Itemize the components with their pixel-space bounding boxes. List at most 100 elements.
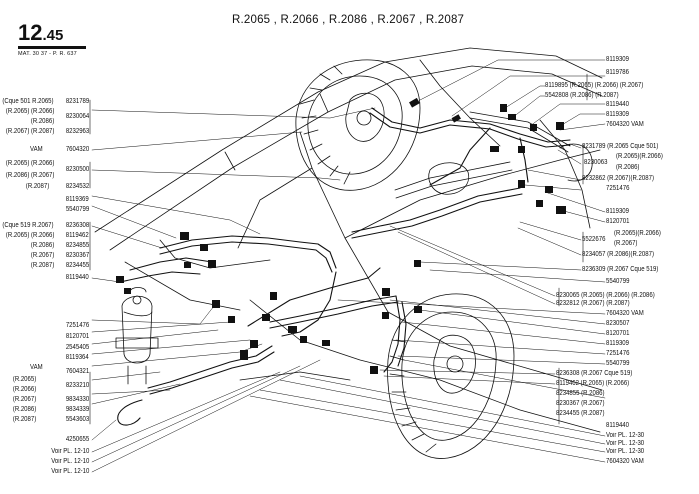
part-label: 2545405 [65, 344, 89, 351]
part-label: 8119309 [606, 208, 629, 215]
part-label: 8234455 [65, 262, 89, 269]
part-label: (R.2066) [12, 386, 36, 393]
part-label: (Cque 519 R.2067) [2, 222, 54, 229]
part-label: 8231789 (R.2065 Cque 501) [582, 143, 659, 150]
part-label: 8119440 [606, 422, 629, 429]
part-label: 8230367 (R.2067) [556, 400, 605, 407]
part-label: 8232862 (R.2067)(R.2087) [582, 175, 654, 182]
part-label: (R.2067) [30, 252, 54, 259]
part-label: 7251476 [606, 350, 630, 357]
part-label: 7604320 VAM [606, 310, 644, 317]
part-label: 5540799 [65, 206, 89, 213]
models-heading: R.2065 , R.2066 , R.2086 , R.2067 , R.20… [232, 14, 465, 26]
page-sub-number: .45 [42, 27, 64, 44]
label-brackets [89, 73, 588, 425]
part-label: 8236309 (R.2067 Cque 519) [582, 266, 659, 273]
part-label: (R.2065)(R.2066) [614, 230, 661, 237]
part-label: (R.2086) [12, 406, 36, 413]
part-label: Voir PL. 12-30 [606, 432, 645, 439]
part-label: 8230507 [606, 320, 630, 327]
fittings [116, 97, 566, 374]
part-label: 8234057 (R.2086)(R.2087) [582, 251, 654, 258]
part-label: Voir PL. 12-10 [50, 448, 89, 455]
part-label: 8233210 [65, 382, 89, 389]
part-label: 5542808 (R.2086) (R.2087) [545, 92, 619, 99]
part-label: 8119786 [606, 69, 629, 76]
part-label: 8230367 [65, 252, 89, 259]
right-leader-lines [249, 59, 606, 463]
brake-pipe-front-right [117, 267, 407, 426]
part-label: 7251476 [606, 185, 630, 192]
part-label: 8119440 [606, 101, 629, 108]
part-label: 8119895 (R.2065) (R.2066) (R.2067) [545, 82, 644, 89]
part-label: Voir PL. 12-10 [50, 468, 89, 475]
part-label: (R.2086) (R.2067) [5, 172, 54, 179]
rear-right-tire [387, 293, 515, 459]
part-label: 5543603 [65, 416, 89, 423]
part-label: 8120701 [65, 333, 89, 340]
brake-pipe-front-left [119, 235, 337, 337]
part-label: Voir PL. 12-30 [606, 440, 645, 447]
part-label: 8120701 [606, 330, 630, 337]
part-label: (R.2086) [30, 242, 54, 249]
part-label: 7251476 [65, 322, 89, 329]
left-leader-lines [91, 107, 376, 473]
part-label: Voir PL. 12-10 [50, 458, 89, 465]
part-label: (R.2065) (R.2066) [5, 160, 54, 167]
part-label: 8234855 [65, 242, 89, 249]
part-label: (R.2087) [30, 262, 54, 269]
part-label: VAM [30, 364, 43, 371]
part-label: 8230500 [65, 166, 89, 173]
part-label: 8230065 (R.2065) (R.2066) (R.2086) [556, 292, 655, 299]
part-label: 9834339 [65, 406, 89, 413]
part-label: 8119462 [66, 232, 89, 239]
part-label: (R.2065) [12, 376, 36, 383]
part-label: (R.2086) [30, 118, 54, 125]
page-number-rule [18, 46, 86, 49]
part-label: (R.2067) (R.2087) [5, 128, 54, 135]
part-label: 8119309 [606, 340, 629, 347]
part-label: (R.2067) [12, 396, 36, 403]
part-label: 8234855 (R.2086) [556, 390, 605, 397]
part-label: 9834330 [65, 396, 89, 403]
part-label: (R.2065) (R.2066) [5, 232, 54, 239]
part-label: (R.2087) [12, 416, 36, 423]
part-label: Voir PL. 12-30 [606, 448, 645, 455]
part-label: 7604321 [65, 368, 89, 375]
part-label: 8231789 [65, 98, 89, 105]
part-label: 8119462 (R.2065) (R.2066) [556, 380, 630, 387]
part-label: (Cque 501 R.2065) [2, 98, 54, 105]
part-label: 7604320 VAM [606, 121, 644, 128]
part-label: 8120701 [606, 218, 630, 225]
part-label: 7604320 [65, 146, 89, 153]
part-label: 8232812 (R.2067) (R.2087) [556, 300, 630, 307]
part-label: (R.2086) [616, 164, 640, 171]
part-label: 8119364 [66, 354, 89, 361]
part-label: 8230063 [584, 159, 608, 166]
part-label: 8236308 [65, 222, 89, 229]
part-label: 8119309 [606, 111, 629, 118]
part-label: (R.2065)(R.2066) [616, 153, 663, 160]
part-label: 5522676 [582, 236, 606, 243]
master-cylinder [115, 287, 159, 385]
part-label: 5540799 [606, 278, 630, 285]
part-label: 8119369 [66, 196, 89, 203]
part-label: 5540799 [606, 360, 630, 367]
part-label: 8119440 [66, 274, 89, 281]
part-label: 8119309 [606, 56, 629, 63]
brake-pipe-rear [351, 107, 571, 239]
part-label: (R.2087) [25, 183, 49, 190]
front-left-tire [295, 59, 421, 191]
part-label: 8230064 [65, 113, 89, 120]
page-reference: MAT. 30 37 - P. R. 637 [18, 51, 77, 57]
part-label: 8232963 [65, 128, 89, 135]
part-label: (R.2065) (R.2066) [5, 108, 54, 115]
part-label: 4250655 [65, 436, 89, 443]
part-label: (R.2067) [614, 240, 638, 247]
part-label: 8234532 [65, 183, 89, 190]
part-label: 8234455 (R.2087) [556, 410, 605, 417]
part-label: VAM [30, 146, 43, 153]
part-label: 8236308 (R.2067 Cque 519) [556, 370, 633, 377]
